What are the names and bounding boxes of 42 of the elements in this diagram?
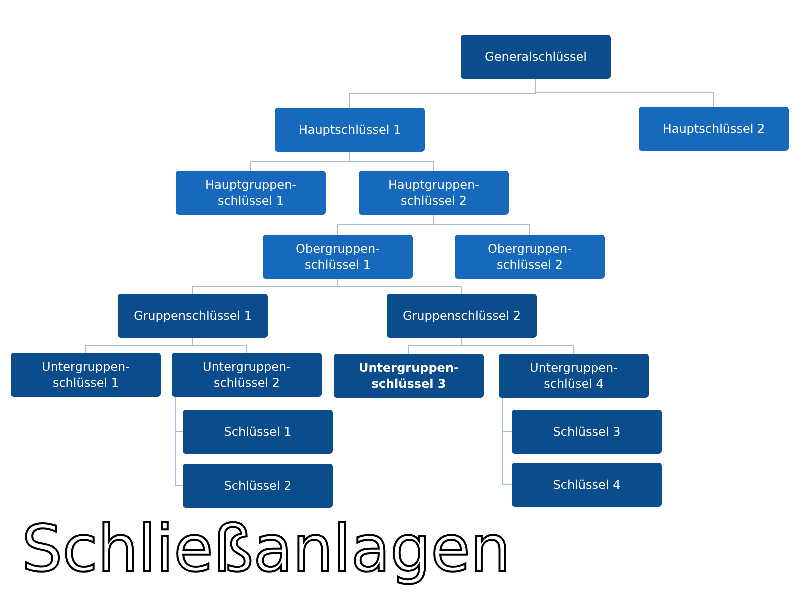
org-chart-box	[461, 35, 611, 79]
box-label: Hauptschlüssel 2	[662, 121, 766, 137]
outlined-title: Schließanlagen	[22, 512, 511, 588]
connector-line	[502, 398, 512, 486]
org-chart-box	[455, 235, 605, 279]
box-label: Gruppenschlüssel 1	[134, 308, 252, 324]
org-chart-box	[183, 464, 333, 508]
box-label: Schlüssel 2	[224, 478, 292, 494]
org-chart-box	[275, 108, 425, 152]
box-label: Generalschlüssel	[485, 49, 587, 65]
box-label: Obergruppen- schlüssel 2	[487, 241, 573, 273]
box-label: Untergruppen- schlüssel 3	[358, 360, 460, 392]
org-chart-box	[183, 410, 333, 454]
box-label: Schlüssel 1	[224, 424, 292, 440]
box-label: Hauptgruppen- schlüssel 2	[387, 177, 480, 209]
org-chart-box	[499, 354, 649, 398]
box-label: Untergruppen- schlüssel 2	[202, 359, 292, 391]
box-label: Hauptgruppen- schlüssel 1	[204, 177, 298, 209]
box-label: Obergruppen- schlüssel 1	[295, 241, 381, 273]
box-label: Untergruppen- schlüsel 4	[529, 360, 619, 392]
org-chart-box	[512, 463, 662, 507]
org-chart-box	[176, 171, 326, 215]
box-label: Hauptschlüssel 1	[298, 122, 402, 138]
connector-line	[350, 152, 434, 172]
org-chart-box	[512, 410, 662, 454]
box-label: Schlüssel 4	[553, 477, 621, 493]
connector-line	[536, 78, 714, 108]
org-chart-box	[387, 294, 537, 338]
connector-line	[462, 338, 574, 354]
connector-line	[176, 396, 184, 486]
connector-line	[338, 278, 462, 294]
connector-line	[192, 338, 248, 354]
box-label: Gruppenschlüssel 2	[402, 308, 522, 324]
org-chart-box	[359, 171, 509, 215]
org-chart-box	[118, 294, 268, 338]
box-label: Untergruppen- schlüssel 1	[41, 359, 131, 391]
box-label: Schlüssel 3	[553, 424, 621, 440]
org-chart-box	[11, 353, 161, 397]
org-chart-box	[172, 353, 322, 397]
org-chart-box	[263, 235, 413, 279]
org-chart-box	[639, 107, 789, 151]
org-chart-box	[334, 354, 484, 398]
